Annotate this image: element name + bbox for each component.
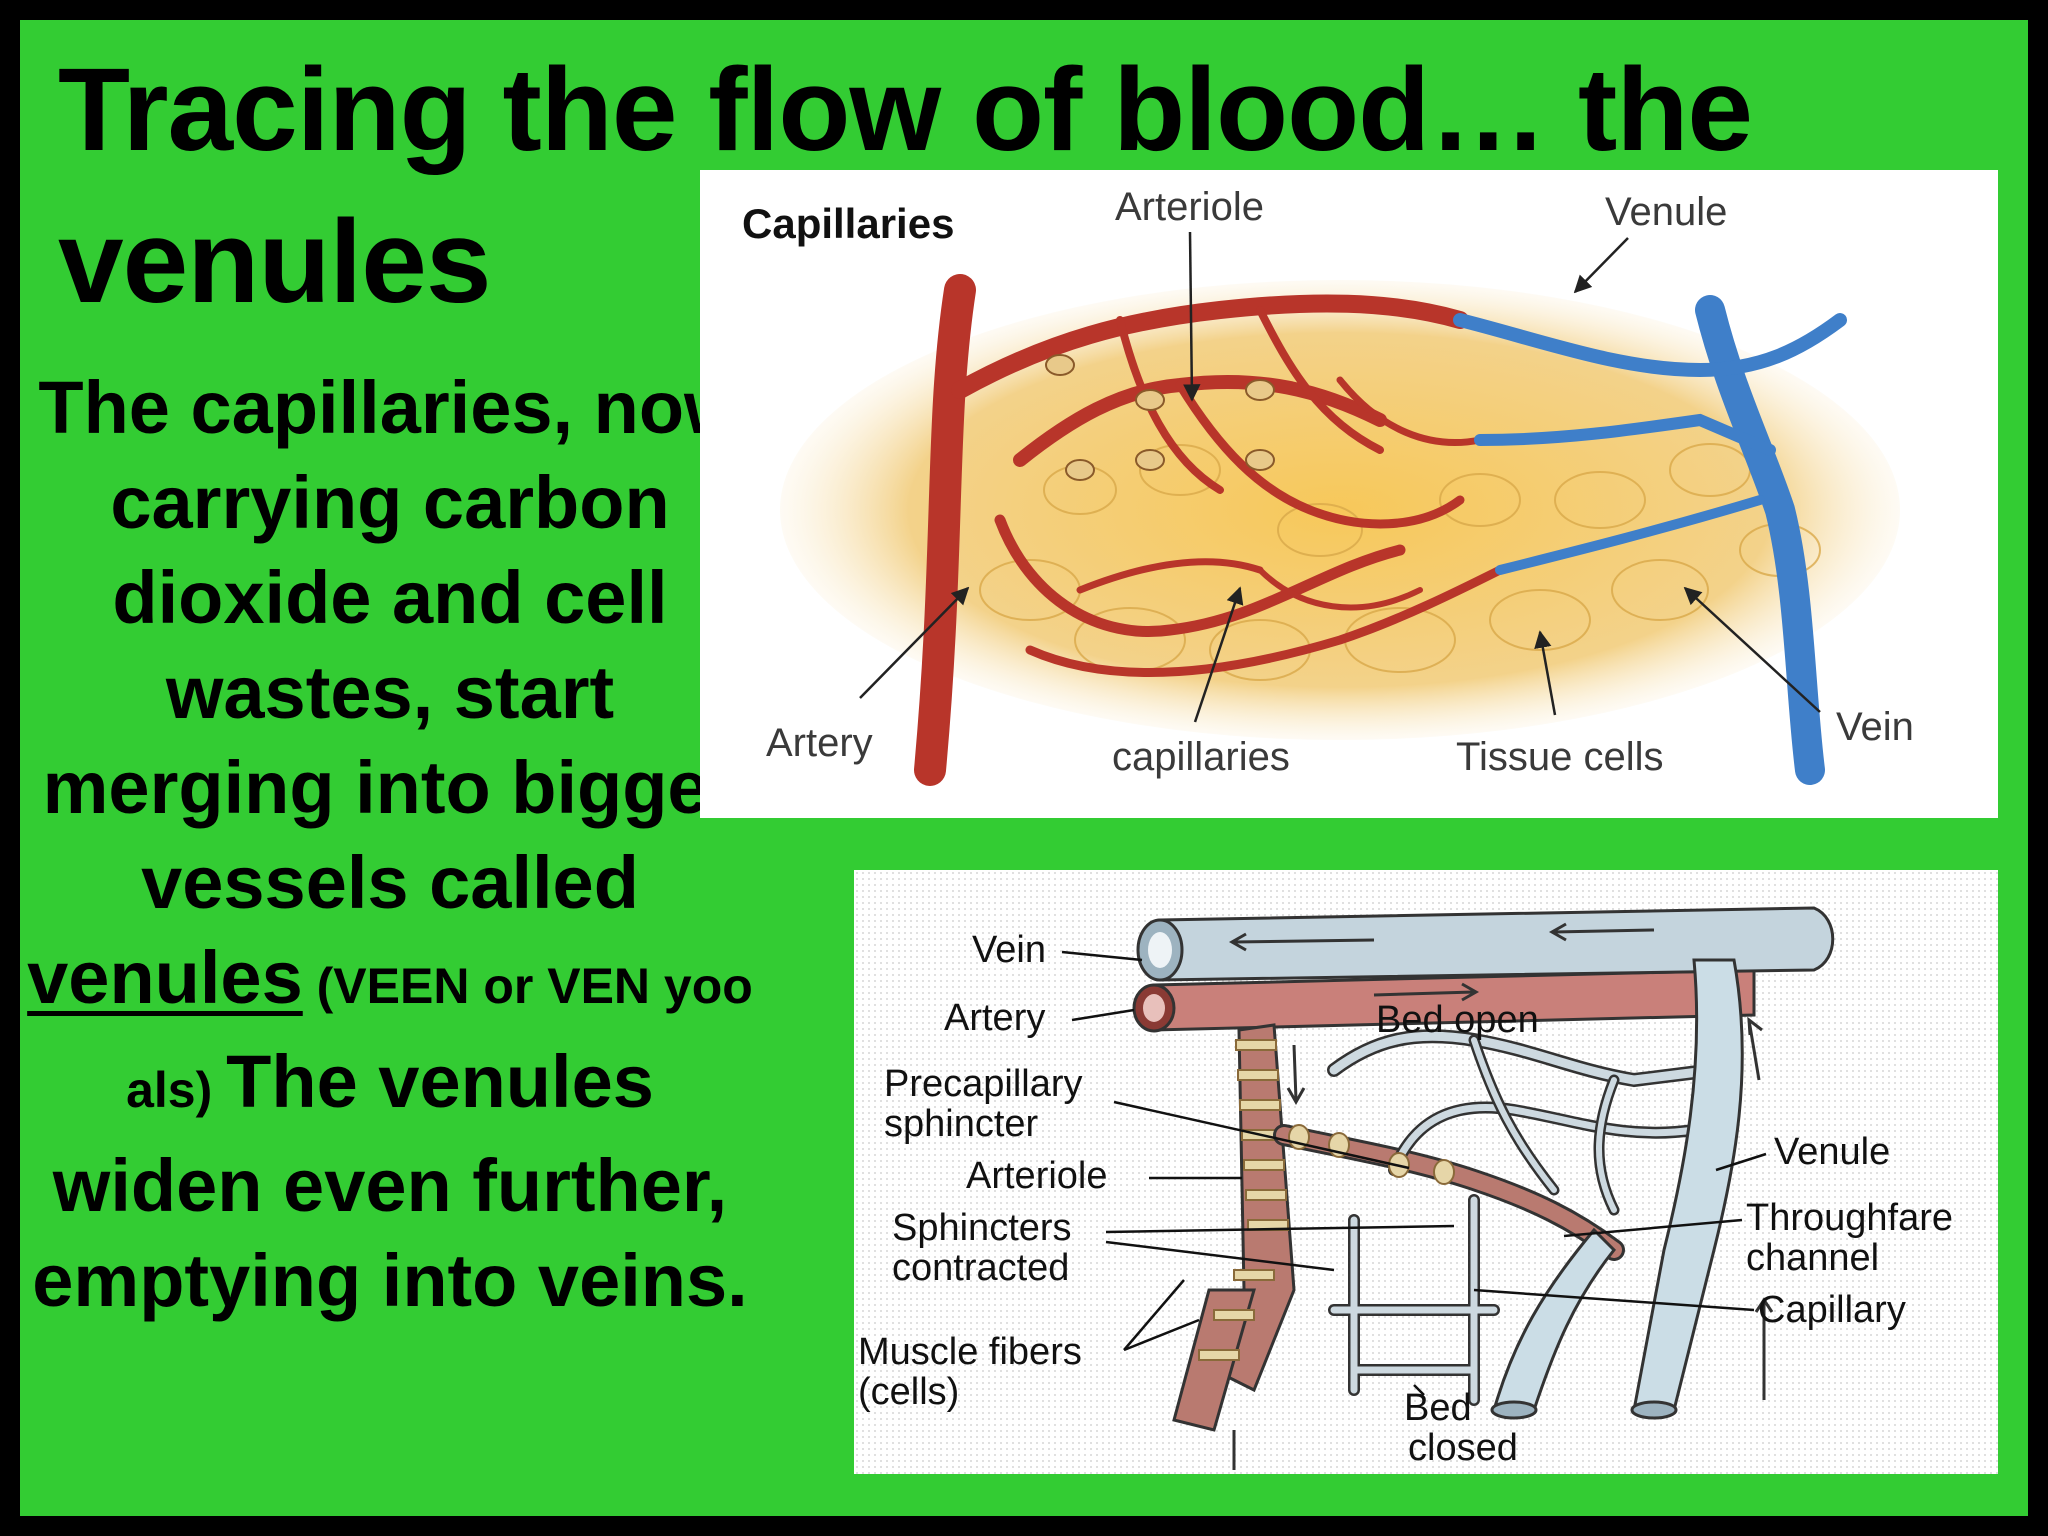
arterial-vessels <box>914 274 1505 786</box>
label-vein: Vein <box>1836 705 1914 749</box>
label-throughfare: Throughfare <box>1746 1197 1953 1239</box>
diagram-heading: Capillaries <box>742 200 954 247</box>
label-channel: channel <box>1746 1237 1879 1279</box>
precapillary-sphincters <box>1045 354 1275 481</box>
label-arteriole: Arteriole <box>1115 185 1264 229</box>
tissue-cell-outlines <box>979 443 1821 681</box>
capillaries-diagram: Capillaries Arteriole Venule Artery capi… <box>700 170 1998 818</box>
label-muscle-cells: (cells) <box>858 1371 959 1413</box>
capillaries-illustration: Capillaries Arteriole Venule Artery capi… <box>742 185 1914 786</box>
label-bed-open: Bed open <box>1376 999 1539 1041</box>
label-bed: Bed <box>1404 1387 1472 1429</box>
label-leader-lines <box>859 231 1821 723</box>
label-closed: closed <box>1408 1427 1518 1469</box>
flow-arrows <box>1228 922 1774 1470</box>
label-venule: Venule <box>1605 190 1727 234</box>
label-tissue-cells: Tissue cells <box>1456 735 1663 779</box>
capillary-bed-schematic: Vein Artery Bed open Precapillary sphinc… <box>854 870 1998 1474</box>
venules-term: venules <box>27 936 303 1019</box>
label-vein: Vein <box>972 929 1046 971</box>
label-capillary: Capillary <box>1758 1289 1906 1331</box>
slide: Tracing the flow of blood… the venules T… <box>20 20 2028 1516</box>
pronunciation-note: (VEEN or VEN yoo als) <box>126 958 753 1118</box>
tissue-background <box>780 280 1900 740</box>
body-text-part2: The venules widen even further, emptying… <box>32 1040 748 1322</box>
label-sphincter: sphincter <box>884 1103 1039 1145</box>
arteriole-vessel <box>1172 1023 1296 1432</box>
label-muscle-fibers: Muscle fibers <box>858 1331 1082 1373</box>
body-text-part1: The capillaries, now carrying carbon dio… <box>38 366 742 924</box>
label-sphincters: Sphincters <box>892 1207 1072 1249</box>
slide-body-text: The capillaries, now carrying carbon dio… <box>20 360 760 1328</box>
label-artery: Artery <box>944 997 1045 1039</box>
sphincter-rings <box>1288 1124 1455 1185</box>
venule-vessel <box>1490 958 1744 1420</box>
label-precapillary: Precapillary <box>884 1063 1083 1105</box>
label-venule: Venule <box>1774 1131 1890 1173</box>
label-contracted: contracted <box>892 1247 1069 1289</box>
label-artery: Artery <box>766 721 873 765</box>
label-capillaries: capillaries <box>1112 735 1290 779</box>
vein-tube <box>1136 906 1835 982</box>
schematic-leader-lines <box>1061 950 1767 1396</box>
slide-title: Tracing the flow of blood… the venules <box>58 44 1753 328</box>
schematic-labels: Vein Artery Bed open Precapillary sphinc… <box>858 929 1953 1469</box>
capillary-bed-diagram: Vein Artery Bed open Precapillary sphinc… <box>854 870 1998 1474</box>
label-arteriole: Arteriole <box>966 1155 1108 1197</box>
